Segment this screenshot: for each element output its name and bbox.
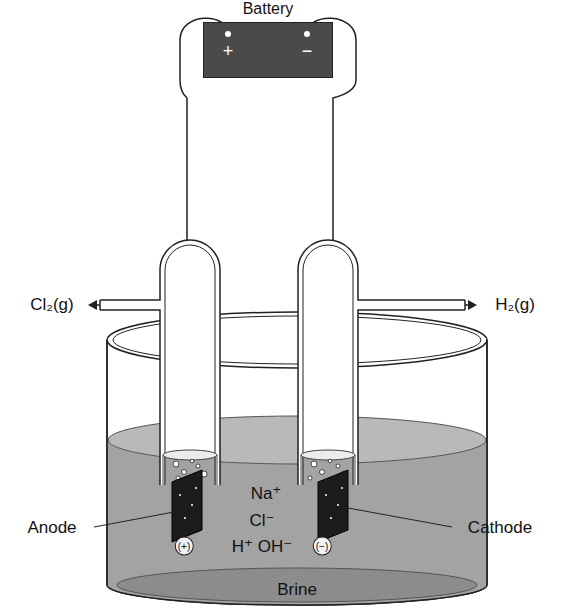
battery-label: Battery bbox=[203, 0, 333, 18]
terminal-dot bbox=[225, 31, 231, 37]
polarity-mark: (+) bbox=[175, 537, 194, 556]
battery: Battery + − bbox=[203, 0, 333, 80]
collection-tube bbox=[298, 240, 465, 485]
tube-liquid-level bbox=[301, 450, 355, 460]
collection-tube bbox=[100, 240, 220, 485]
tube-interior bbox=[160, 240, 220, 485]
cathode-plate bbox=[318, 470, 348, 542]
terminal-sign: − bbox=[295, 42, 319, 62]
ion-label: H⁺ OH⁻ bbox=[232, 538, 292, 557]
tube-wall bbox=[165, 245, 215, 485]
beaker-bottom bbox=[117, 568, 477, 602]
polarity-mark: (−) bbox=[313, 537, 332, 556]
leader-line bbox=[348, 508, 452, 527]
anode-plate bbox=[172, 470, 202, 542]
arrowhead bbox=[88, 300, 97, 310]
leader-line bbox=[94, 512, 174, 527]
tube-liquid-level bbox=[163, 450, 217, 460]
solution-label: Brine bbox=[277, 581, 317, 600]
ion-label: Na⁺ bbox=[251, 485, 282, 504]
terminal-dot bbox=[304, 31, 310, 37]
arrowhead bbox=[468, 300, 477, 310]
terminal-sign: + bbox=[216, 42, 240, 62]
gas-label: Cl₂(g) bbox=[30, 296, 73, 315]
tube-interior bbox=[298, 240, 358, 485]
ion-label: Cl⁻ bbox=[249, 512, 274, 531]
tube-wall bbox=[303, 245, 353, 485]
electrode-label: Anode bbox=[27, 519, 76, 538]
electrode-label: Cathode bbox=[468, 519, 532, 538]
gas-label: H₂(g) bbox=[495, 296, 535, 315]
battery-body bbox=[203, 22, 333, 78]
